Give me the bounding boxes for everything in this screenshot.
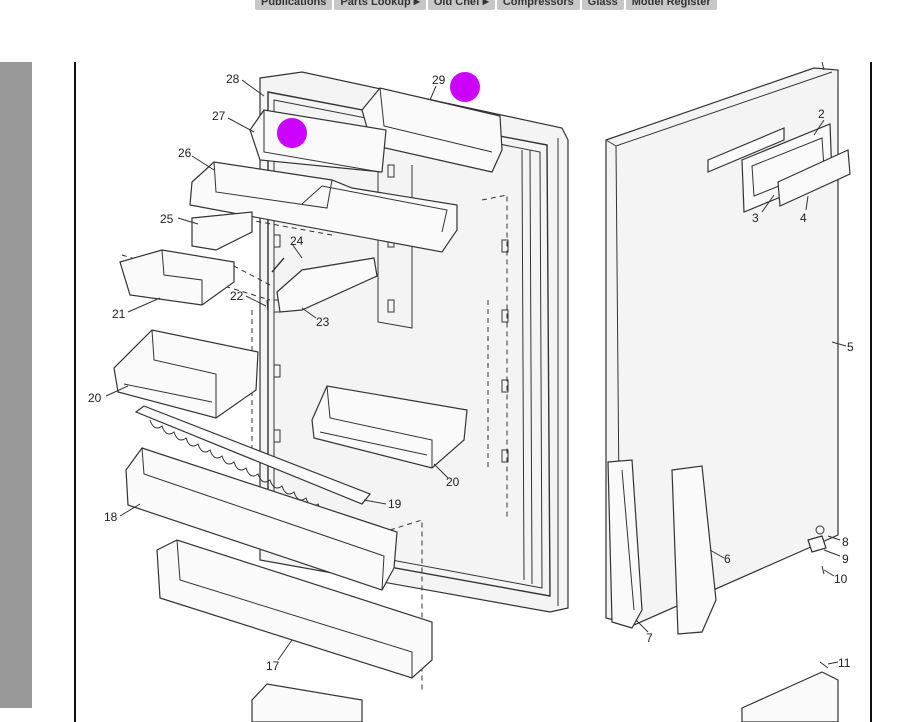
callout-20-right: 20: [446, 475, 460, 489]
callout-24: 24: [290, 234, 304, 248]
callout-21: 21: [112, 307, 126, 321]
callout-10: 10: [834, 572, 848, 586]
nav-parts-lookup[interactable]: Parts Lookup▶: [334, 0, 426, 10]
callout-27: 27: [212, 109, 226, 123]
callout-20-left: 20: [88, 391, 102, 405]
nav-old-chef[interactable]: Old Chef▶: [427, 0, 495, 10]
part-25-bracket: [191, 211, 253, 251]
submenu-arrow-icon: ▶: [482, 0, 489, 6]
callout-25: 25: [160, 212, 174, 226]
door-outer-panel: [605, 62, 851, 722]
nav-glass[interactable]: Glass: [581, 0, 624, 10]
part-20-door-bin-right: [311, 385, 468, 469]
callout-9: 9: [842, 552, 849, 566]
exploded-parts-diagram: 2 3 4 5 6 7 8 9 10 11 17 18 19 20 20 21 …: [88, 62, 854, 722]
callout-22: 22: [230, 289, 244, 303]
nav-model-register[interactable]: Model Register: [625, 0, 717, 10]
hotspot-marker-27[interactable]: [277, 118, 307, 148]
callout-4: 4: [800, 211, 807, 225]
callout-7: 7: [646, 631, 653, 645]
callout-leaders: [105, 79, 847, 665]
callout-17: 17: [266, 659, 280, 673]
callout-11: 11: [838, 656, 851, 670]
callout-19: 19: [388, 497, 402, 511]
callout-3: 3: [752, 211, 759, 225]
hotspot-marker-29[interactable]: [450, 72, 480, 102]
parts-diagram-frame: 2 3 4 5 6 7 8 9 10 11 17 18 19 20 20 21 …: [74, 62, 872, 722]
callout-18: 18: [104, 510, 118, 524]
nav-compressors[interactable]: Compressors: [496, 0, 580, 10]
bottom-partial-part: [251, 683, 363, 722]
callout-6: 6: [724, 552, 731, 566]
callout-28: 28: [226, 72, 240, 86]
callout-23: 23: [316, 315, 330, 329]
callout-2: 2: [818, 107, 825, 121]
part-17-bottom-door-bin: [156, 539, 433, 679]
part-18-long-door-bin: [125, 447, 398, 591]
left-sidebar-strip: [0, 62, 32, 708]
part-21-small-tray: [119, 249, 235, 306]
part-26-double-shelf: [189, 161, 458, 253]
callout-29: 29: [432, 73, 446, 87]
submenu-arrow-icon: ▶: [413, 0, 420, 6]
callout-5: 5: [847, 340, 854, 354]
callout-8: 8: [842, 535, 849, 549]
part-20-door-bin-left: [113, 329, 259, 419]
part-23-latch-assembly: [266, 257, 378, 313]
top-navigation: Publications Parts Lookup▶ Old Chef▶ Com…: [255, 0, 717, 10]
callout-26: 26: [178, 146, 192, 160]
nav-publications[interactable]: Publications: [255, 0, 333, 10]
